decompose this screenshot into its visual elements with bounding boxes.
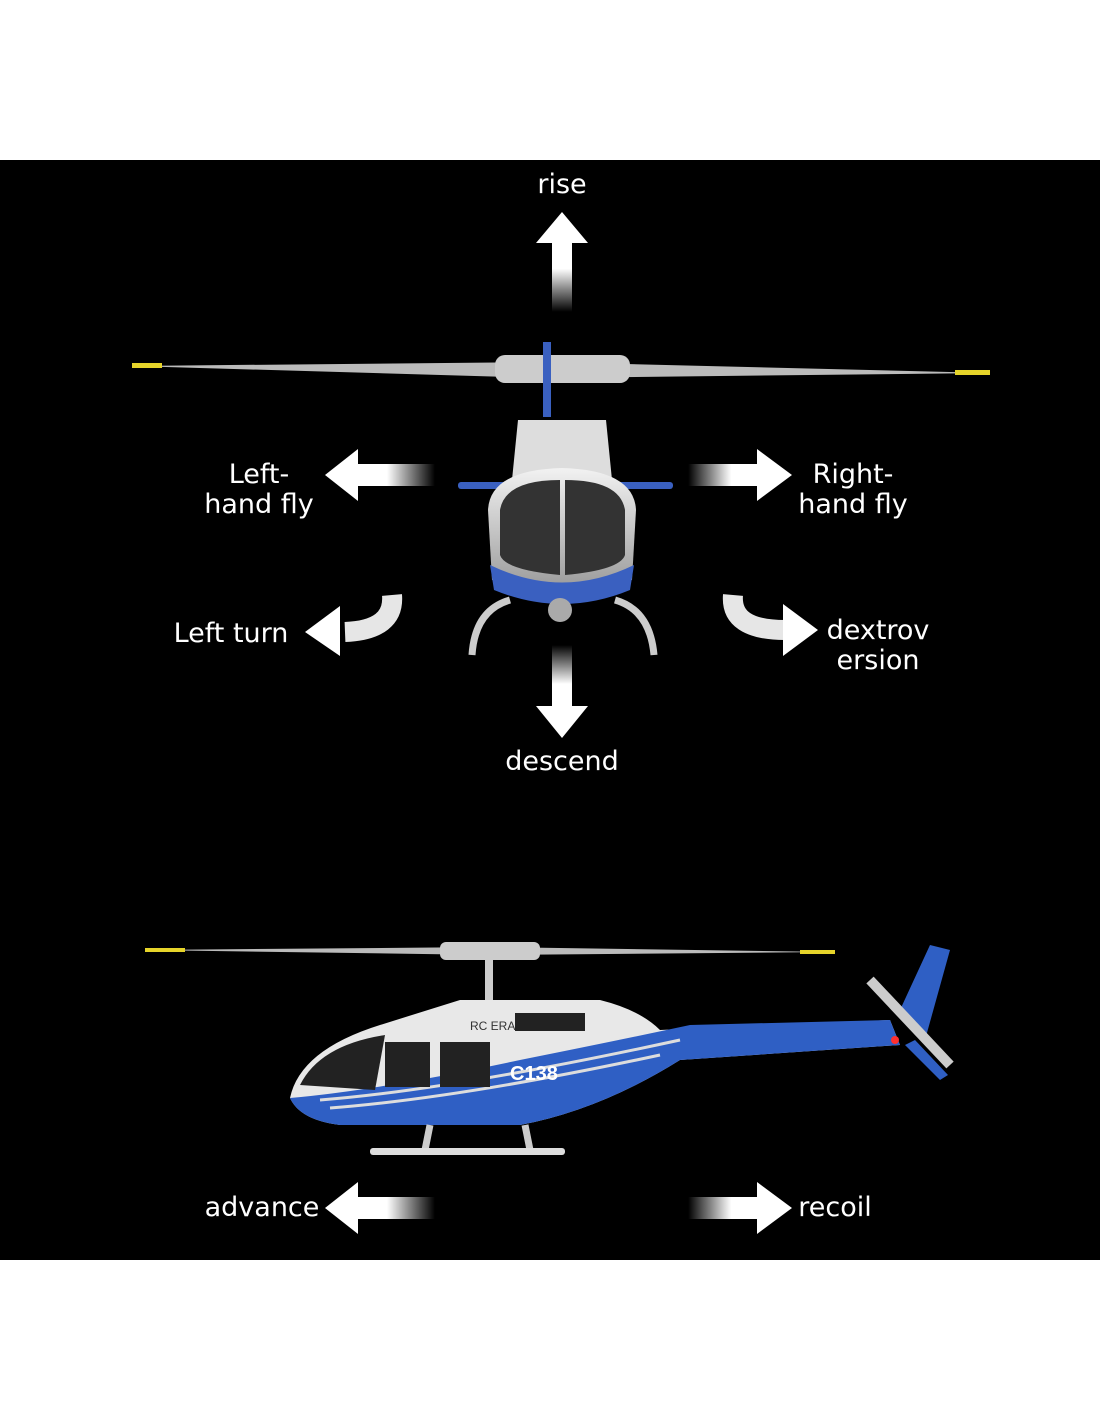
recoil-arrow-icon (688, 1182, 792, 1234)
left-turn-arrow-icon (305, 594, 403, 656)
left-fly-arrow-icon (325, 449, 435, 501)
rise-label: rise (537, 169, 587, 200)
right-fly-arrow-icon (688, 449, 792, 501)
left-turn-label: Left turn (173, 618, 289, 649)
helicopter-front-view (132, 342, 990, 656)
model-decal: C138 (510, 1063, 558, 1085)
right-hand-fly-line-2: hand fly (798, 489, 908, 520)
right-hand-fly-line-1: Right- (812, 459, 894, 490)
advance-label: advance (204, 1192, 320, 1223)
recoil-label: recoil (798, 1192, 872, 1223)
dextroversion-label: dextrov ersion (827, 616, 930, 676)
descend-arrow-icon (536, 645, 588, 738)
dextroversion-line-2: ersion (836, 645, 920, 676)
brand-decal: RC ERA (470, 1019, 515, 1033)
rise-arrow-icon (536, 212, 588, 312)
descend-label: descend (505, 746, 619, 777)
right-turn-arrow-icon (722, 594, 818, 656)
left-hand-fly-line-1: Left- (228, 459, 290, 490)
dextroversion-line-1: dextrov (826, 615, 930, 646)
left-hand-fly-line-2: hand fly (204, 489, 314, 520)
advance-arrow-icon (325, 1182, 435, 1234)
right-hand-fly-label: Right- hand fly (798, 460, 907, 520)
left-hand-fly-label: Left- hand fly (204, 460, 313, 520)
helicopter-side-view: RC ERA C138 (145, 942, 954, 1155)
